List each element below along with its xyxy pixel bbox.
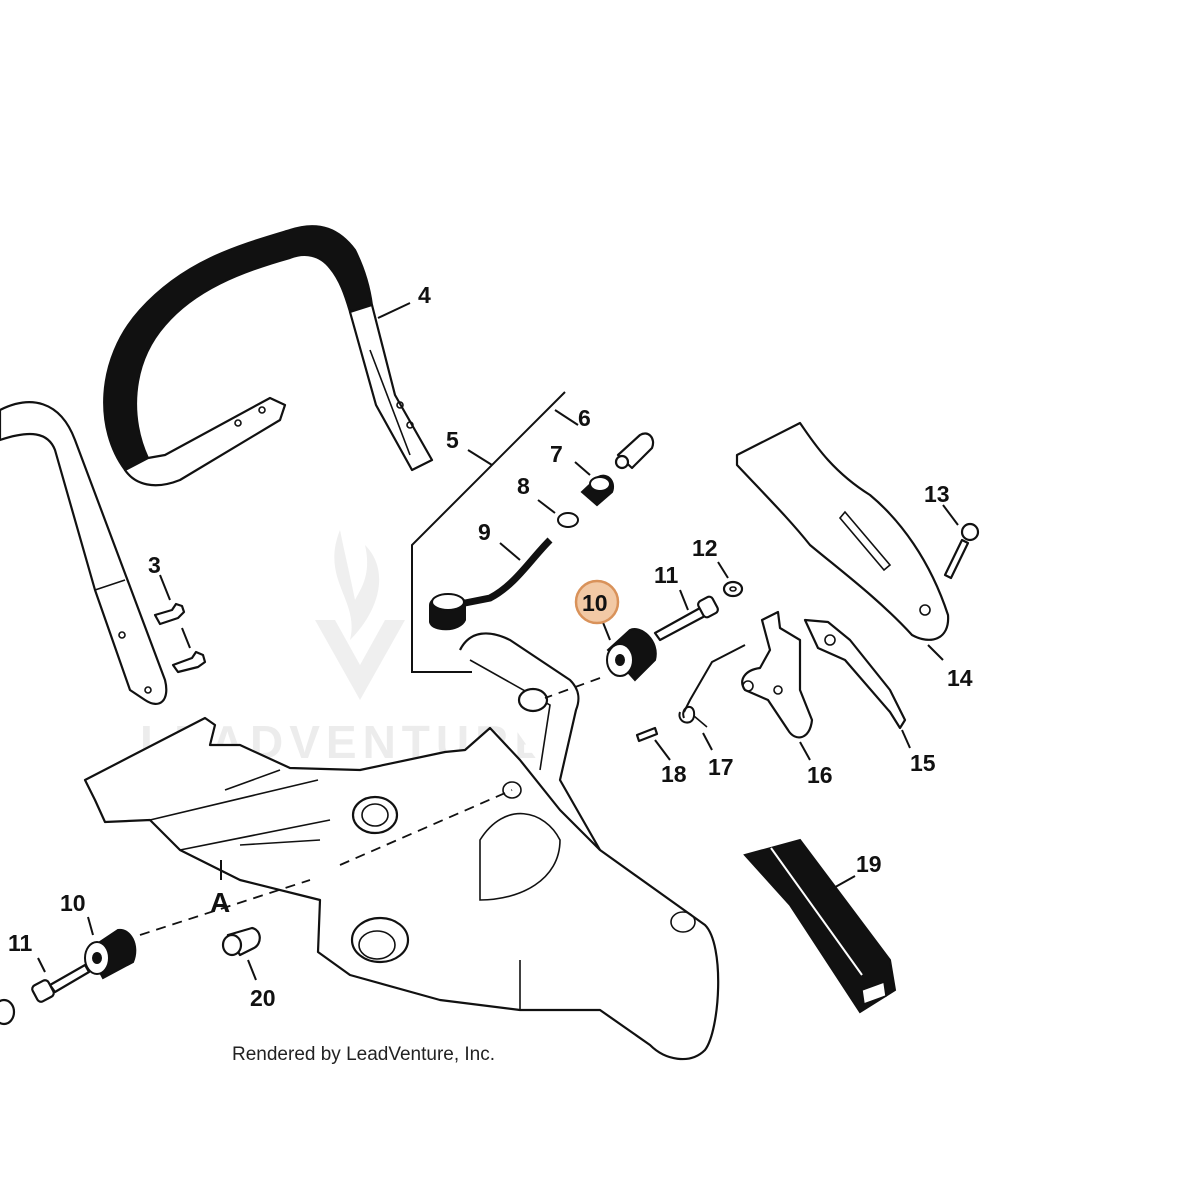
render-credit: Rendered by LeadVenture, Inc. xyxy=(232,1044,495,1065)
part-11-bolt-upper[interactable] xyxy=(653,595,719,642)
rear-handle-tube xyxy=(0,401,168,705)
part-19-pad[interactable] xyxy=(743,838,897,1014)
lower-left-washer[interactable] xyxy=(0,998,16,1026)
part-17-spring[interactable] xyxy=(678,644,746,728)
leader-lines xyxy=(37,302,959,981)
part-7-cap[interactable] xyxy=(580,474,614,507)
part-10-av-buffer-upper[interactable] xyxy=(606,628,657,682)
part-8-o-ring[interactable] xyxy=(557,512,579,528)
callout-10-lower[interactable]: 10 xyxy=(60,890,86,916)
part-13-screw[interactable] xyxy=(943,522,980,580)
part-18-pin[interactable] xyxy=(635,726,659,743)
callout-10-highlighted[interactable]: 10 xyxy=(582,590,608,616)
callout-17[interactable]: 17 xyxy=(708,754,734,780)
callout-19[interactable]: 19 xyxy=(856,851,882,877)
part-16-trigger[interactable] xyxy=(741,610,814,739)
callout-11-lower[interactable]: 11 xyxy=(8,930,33,956)
callout-7[interactable]: 7 xyxy=(550,441,563,467)
callout-18[interactable]: 18 xyxy=(661,761,687,787)
callout-11[interactable]: 11 xyxy=(654,562,679,588)
callout-13[interactable]: 13 xyxy=(924,481,950,507)
assembly-lines xyxy=(139,677,601,936)
part-12-washer[interactable] xyxy=(722,580,744,598)
callout-15[interactable]: 15 xyxy=(910,750,936,776)
part-15-lockout[interactable] xyxy=(803,618,907,730)
main-housing xyxy=(83,632,720,1061)
part-11-bolt-lower[interactable] xyxy=(31,963,91,1003)
part-20-sleeve[interactable] xyxy=(221,926,261,957)
callout-9[interactable]: 9 xyxy=(478,519,491,545)
callout-8[interactable]: 8 xyxy=(517,473,530,499)
highlight-circle xyxy=(574,579,620,625)
callout-4[interactable]: 4 xyxy=(418,282,431,308)
callouts: 4 5 6 7 8 9 3 10 11 12 13 14 15 16 17 18… xyxy=(8,282,973,1011)
section-label-a: A xyxy=(210,887,230,918)
part-3-screws[interactable] xyxy=(153,602,207,674)
callout-6[interactable]: 6 xyxy=(578,405,591,431)
part-5-oil-kit-bracket xyxy=(411,391,566,673)
callout-3[interactable]: 3 xyxy=(148,552,161,578)
callout-5[interactable]: 5 xyxy=(446,427,459,453)
callout-14[interactable]: 14 xyxy=(947,665,973,691)
callout-12[interactable]: 12 xyxy=(692,535,718,561)
callout-16[interactable]: 16 xyxy=(807,762,833,788)
part-6-plug[interactable] xyxy=(614,432,655,470)
part-14-handle-cover[interactable] xyxy=(735,421,950,641)
callout-20[interactable]: 20 xyxy=(250,985,276,1011)
part-10-av-buffer-lower[interactable] xyxy=(84,928,137,980)
part-4-front-handle[interactable] xyxy=(103,225,434,487)
part-9-hose[interactable] xyxy=(429,537,553,631)
